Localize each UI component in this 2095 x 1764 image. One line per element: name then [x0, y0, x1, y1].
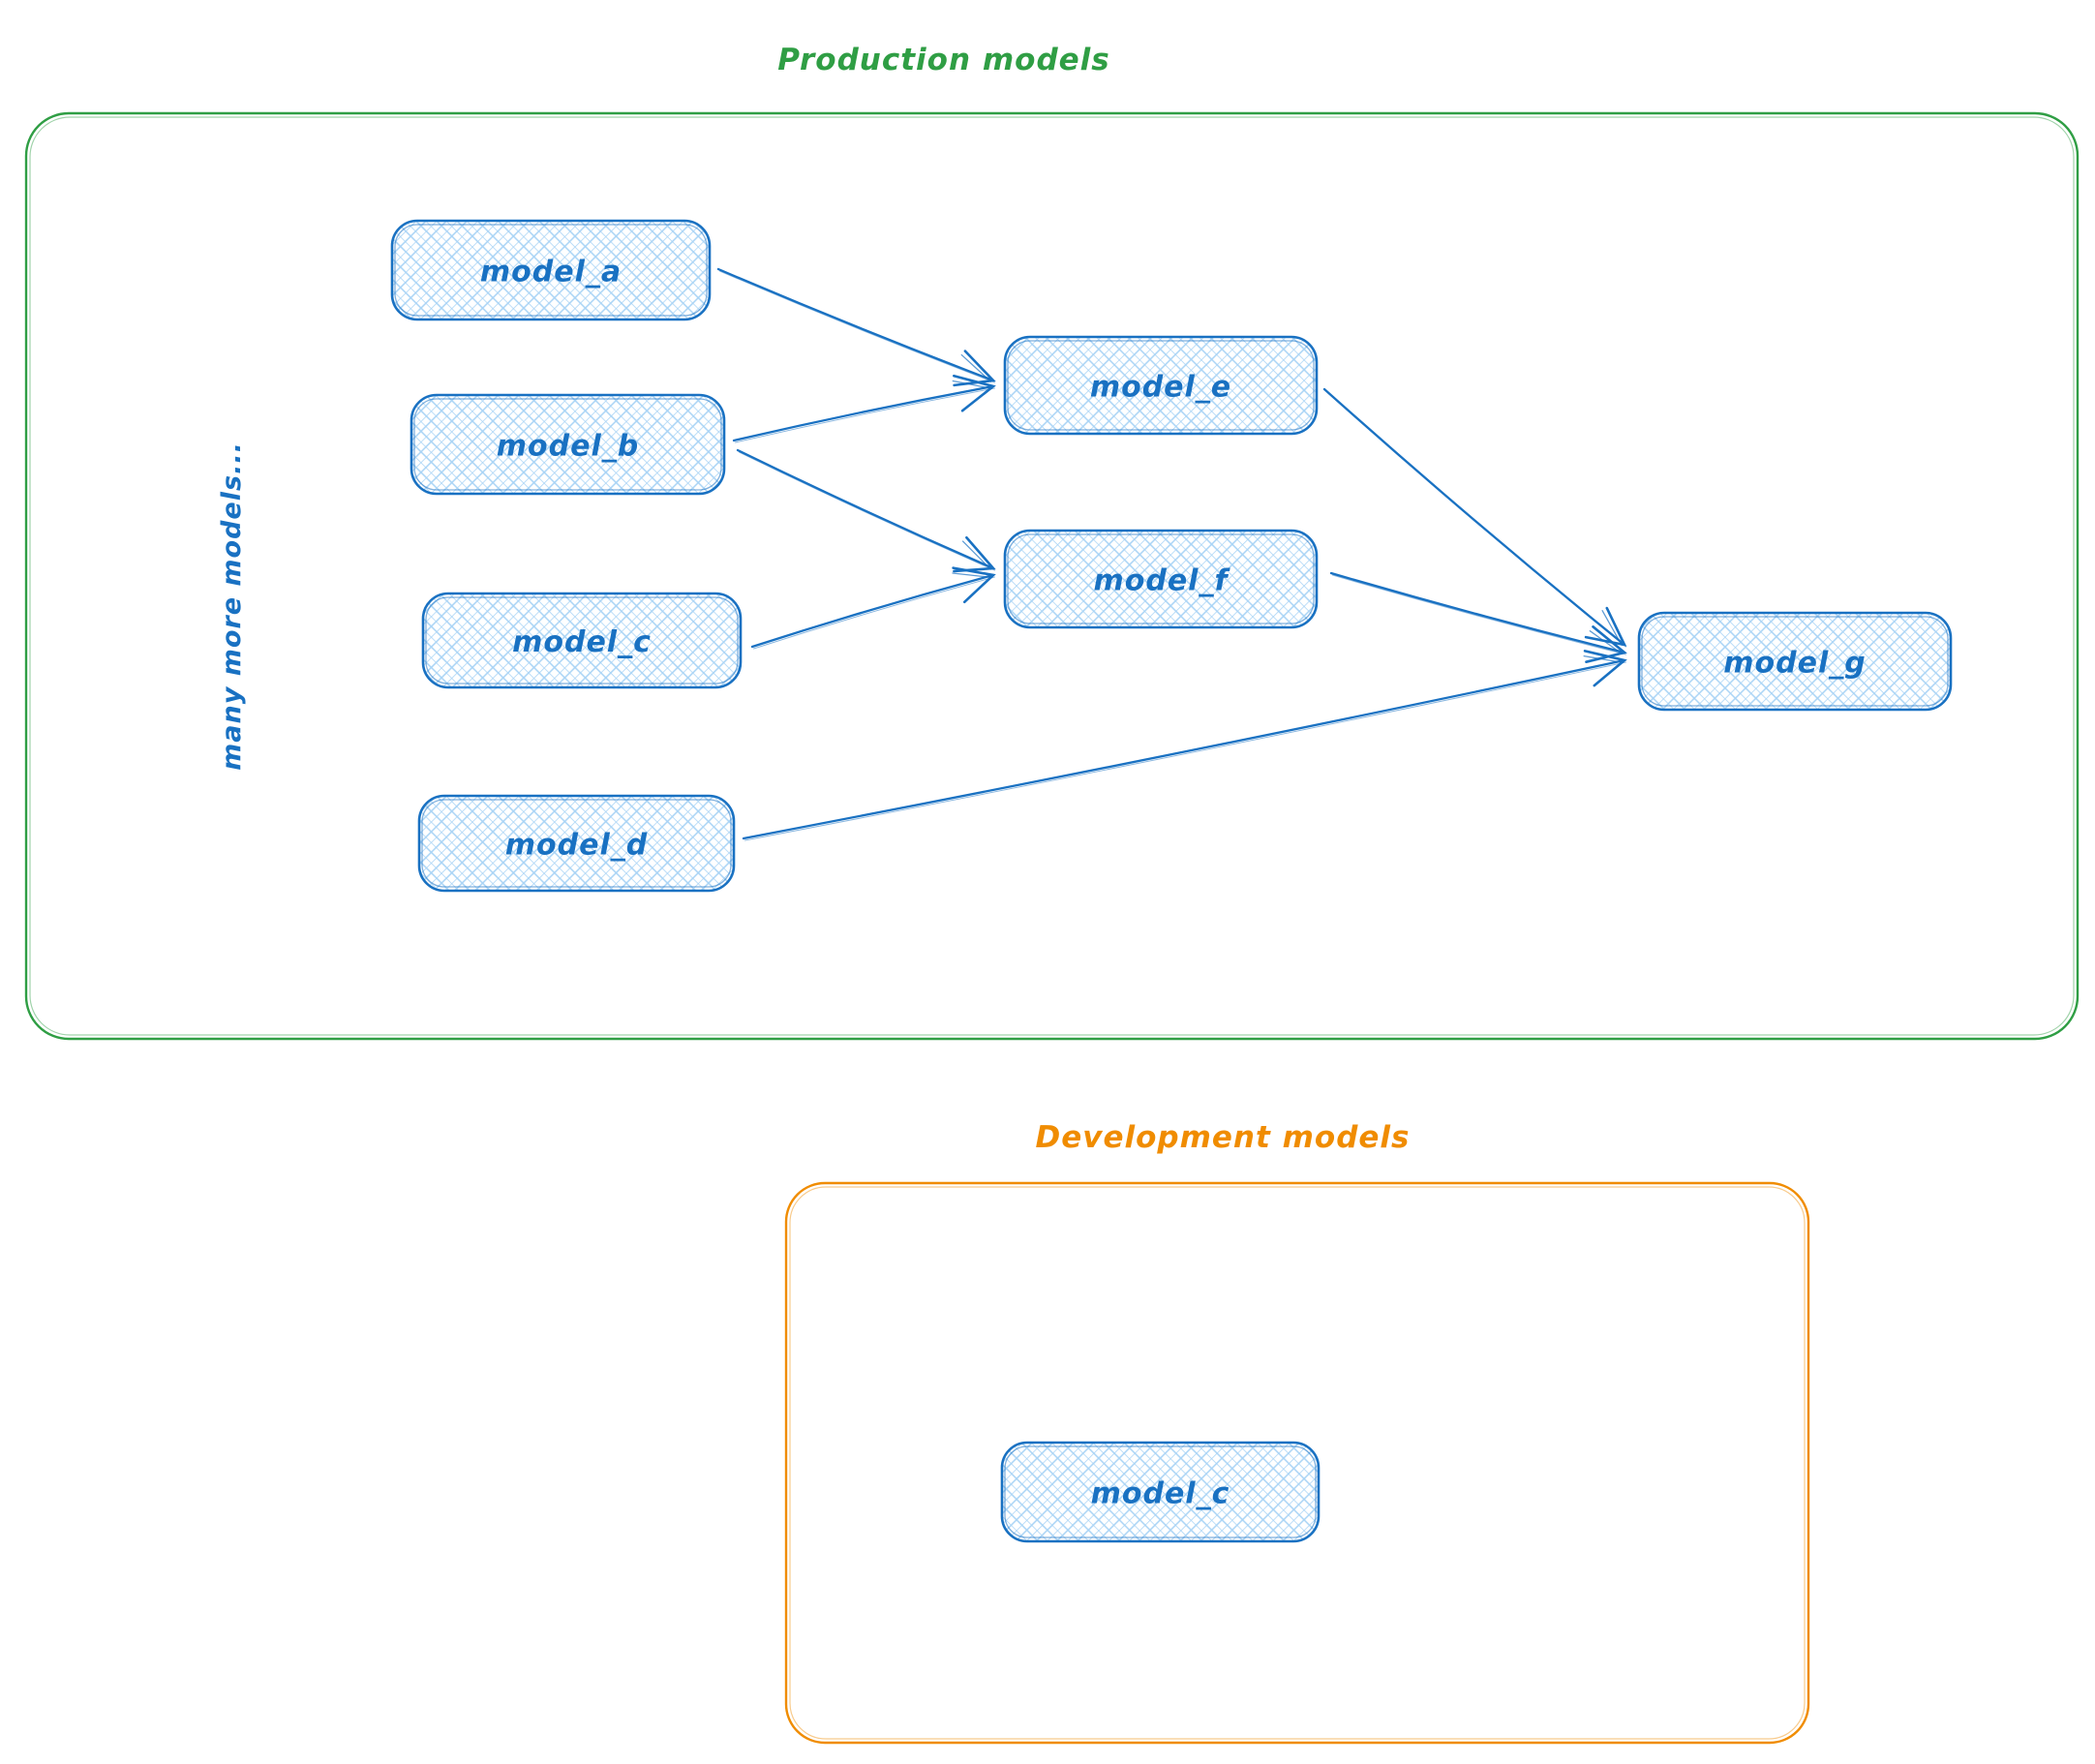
node-box-model_e [1003, 335, 1319, 436]
node-label-model_e: model_e [1090, 371, 1231, 405]
node-model_g: model_g [1637, 611, 1953, 712]
development-title: Development models [1035, 1120, 1410, 1155]
node-label-model_g: model_g [1723, 647, 1866, 681]
node-model_e: model_e [1003, 335, 1319, 436]
node-label-model_b: model_b [497, 430, 639, 464]
development-container [784, 1181, 1810, 1745]
production-container-sketch-echo [29, 116, 2075, 1036]
node-model_f: model_f [1003, 529, 1319, 629]
node-box-model_d [417, 794, 736, 893]
node-box-model_b [410, 393, 726, 496]
node-label-model_c_dev: model_c [1091, 1477, 1230, 1511]
node-box-echo-model_c_dev [1004, 1445, 1317, 1538]
node-box-echo-model_a [394, 224, 708, 317]
node-box-model_g [1637, 611, 1953, 712]
production-nodes: model_a model_b model_c model_d model_emodel… [390, 219, 1953, 893]
edge-model_a-to-model_e [716, 267, 996, 387]
edge-echo-model_b-to-model_e [735, 387, 995, 443]
node-box-model_c [421, 592, 743, 689]
node-model_d: model_d [417, 794, 736, 893]
edge-echo-model_d-to-model_g [744, 661, 1626, 841]
production-title: Production models [777, 43, 1109, 77]
node-box-echo-model_b [413, 398, 722, 491]
node-model_a: model_a [390, 219, 712, 321]
edge-model_f-to-model_g [1329, 571, 1627, 663]
node-box-echo-model_d [421, 799, 732, 888]
node-model_c: model_c [421, 592, 743, 689]
node-model_b: model_b [410, 393, 726, 496]
node-box-model_a [390, 219, 712, 321]
node-box-echo-model_f [1007, 533, 1315, 624]
node-box-model_c_dev [1000, 1441, 1321, 1543]
edge-model_b-to-model_f [736, 448, 996, 573]
many-more-models-note: many more models... [217, 441, 247, 771]
development-container-sketch-echo [789, 1186, 1806, 1740]
node-box-echo-model_g [1641, 616, 1949, 707]
node-box-echo-model_e [1007, 340, 1315, 431]
edge-model_e-to-model_g [1322, 387, 1627, 647]
edge-model_c-to-model_f [750, 566, 996, 649]
edge-model_b-to-model_e [732, 374, 996, 442]
production-container [24, 111, 2080, 1041]
production-edges [716, 267, 1627, 841]
edge-model_d-to-model_g [742, 650, 1627, 840]
node-label-model_a: model_a [480, 256, 622, 289]
node-label-model_d: model_d [505, 829, 648, 863]
node-model_c_dev: model_c [1000, 1441, 1321, 1543]
development-nodes: model_c [1000, 1441, 1321, 1543]
node-box-model_f [1003, 529, 1319, 629]
node-box-echo-model_c [425, 596, 739, 684]
node-label-model_c: model_c [512, 625, 652, 659]
edge-echo-model_c-to-model_f [753, 576, 995, 650]
node-label-model_f: model_f [1093, 564, 1230, 598]
